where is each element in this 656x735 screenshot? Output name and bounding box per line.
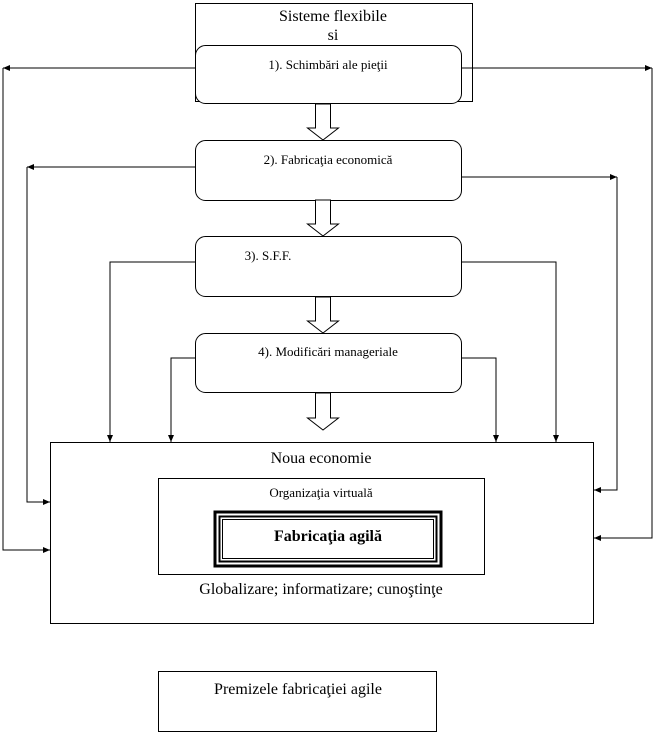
step4-right-connector	[461, 357, 499, 442]
step3-label: 3). S.F.F.	[245, 248, 292, 263]
block-arrow-3	[306, 296, 340, 334]
caption-text: Premizele fabricaţiei agile	[214, 681, 382, 698]
block-arrow-4	[306, 392, 340, 431]
new-economy-footer: Globalizare; informatizare; cunoştinţe	[199, 581, 442, 598]
step4-box	[195, 333, 462, 393]
step3-left-connector	[107, 261, 195, 442]
agile-manufacturing-box	[222, 519, 434, 559]
flexible-systems-subtitle: si	[328, 27, 339, 44]
step1-label: 1). Schimbări ale pieţii	[268, 57, 388, 72]
step1-right-connector	[594, 68, 653, 541]
step4-label: 4). Modificări manageriale	[258, 344, 398, 359]
step1-box	[195, 45, 462, 104]
step3-right-connector	[461, 261, 559, 442]
step3-box	[195, 236, 462, 297]
step2-right-connector	[594, 177, 618, 493]
step2-left-connector	[26, 167, 50, 505]
block-arrow-1	[306, 103, 340, 141]
step2-box	[195, 140, 462, 201]
agile-manufacturing-outer-border	[213, 510, 443, 568]
agile-manufacturing-label: Fabricaţia agilă	[274, 528, 382, 545]
virtual-organization-title: Organizaţia virtuală	[269, 485, 373, 500]
agile-manufacturing-middle-border	[218, 515, 438, 563]
new-economy-title: Noua economie	[271, 450, 372, 467]
caption-box	[158, 671, 437, 732]
flexible-systems-title: Sisteme flexibile	[279, 8, 387, 25]
block-arrow-2	[306, 199, 340, 237]
step2-label: 2). Fabricaţia economică	[264, 152, 393, 167]
step4-left-connector	[168, 357, 195, 442]
step1-left-connector	[2, 68, 50, 553]
